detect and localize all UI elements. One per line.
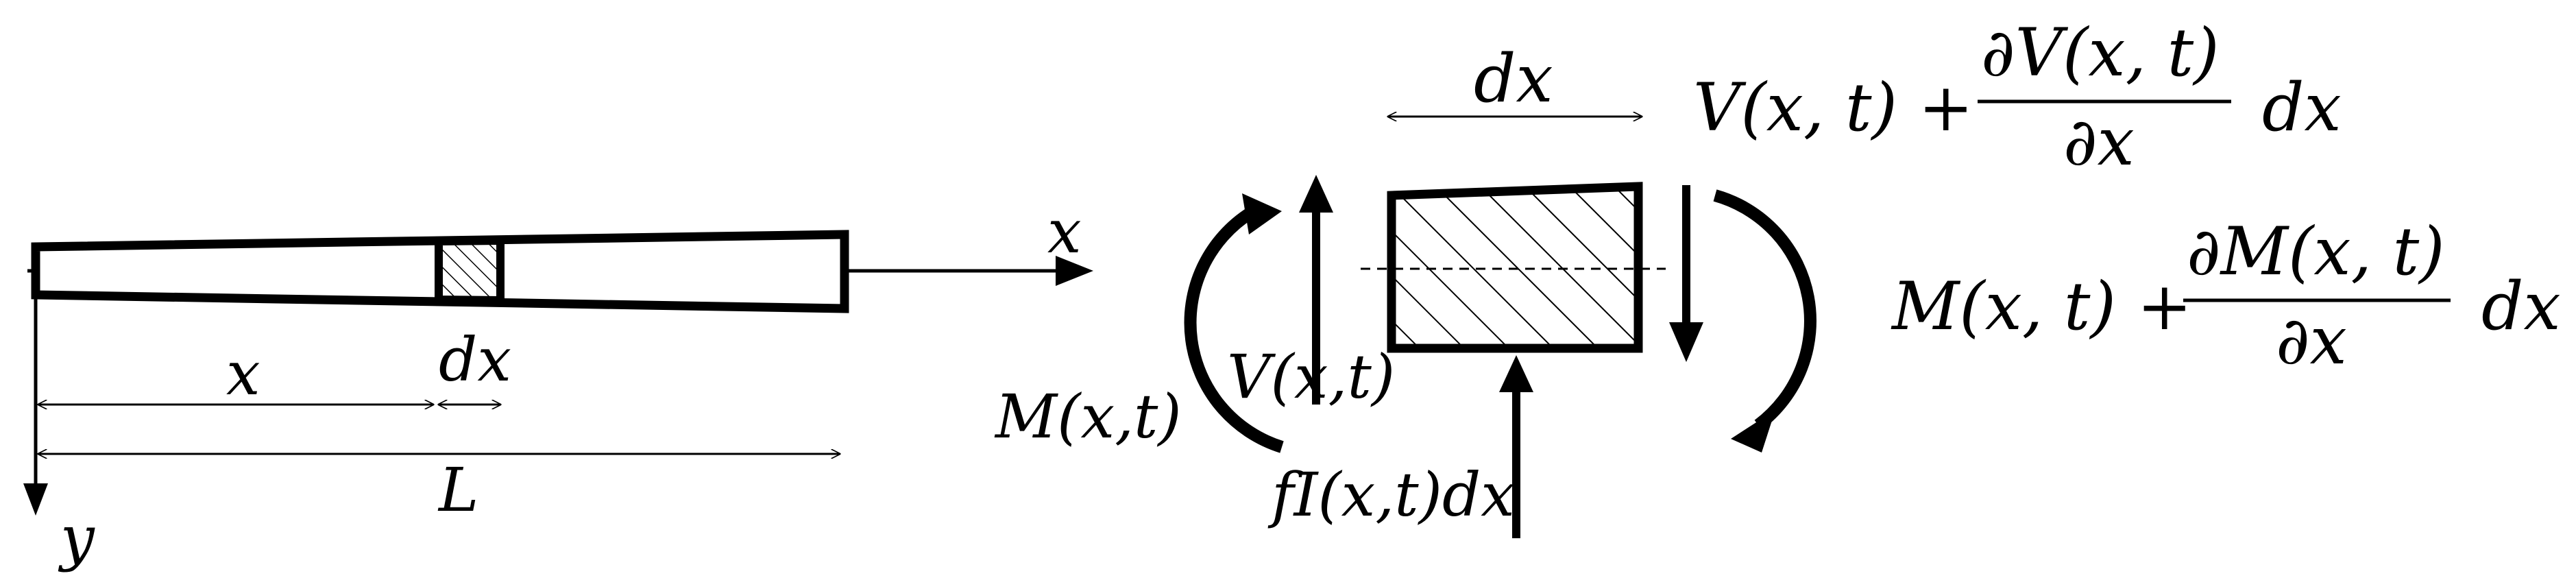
- inertia-force-arrowhead: [1499, 355, 1533, 392]
- moment-left-label: M(x,t): [994, 381, 1182, 452]
- moment-right-numerator: ∂M(x, t): [2187, 213, 2445, 290]
- element-body: [1387, 182, 1643, 353]
- moment-left-arrowhead: [1242, 193, 1282, 234]
- free-body-element: dx V(x,t) M(x,t) fI(x,t)dx V(x, t) + ∂V(…: [994, 14, 2561, 538]
- moment-left-arc: [1184, 207, 1284, 453]
- beam-differential-element: [435, 236, 505, 305]
- dimension-x-label: x: [226, 338, 260, 409]
- shear-right-base: V(x, t) +: [1693, 69, 1973, 146]
- moment-right-expression: M(x, t) + ∂M(x, t) ∂x dx: [1891, 213, 2561, 379]
- x-axis-label: x: [1047, 196, 1082, 267]
- dimension-length-label: L: [437, 455, 478, 525]
- shear-right-tail: dx: [2262, 69, 2342, 146]
- shear-right-expression: V(x, t) + ∂V(x, t) ∂x dx: [1693, 14, 2342, 180]
- element-width-label: dx: [1474, 40, 1553, 117]
- moment-right-denominator: ∂x: [2276, 302, 2347, 379]
- moment-right-tail: dx: [2481, 268, 2561, 345]
- shear-left-arrowhead: [1299, 175, 1333, 213]
- inertia-force-label: fI(x,t)dx: [1267, 459, 1515, 530]
- shear-left-label: V(x,t): [1227, 341, 1395, 412]
- moment-right-arc: [1713, 189, 1816, 431]
- moment-right-arrowhead: [1731, 410, 1775, 453]
- y-axis-label: y: [58, 503, 95, 573]
- tapered-beam: x y x dx L: [23, 196, 1093, 573]
- dimension-dx-label: dx: [439, 324, 511, 395]
- shear-right-denominator: ∂x: [2063, 104, 2135, 180]
- shear-right-numerator: ∂V(x, t): [1981, 14, 2220, 91]
- shear-right-arrowhead: [1669, 322, 1703, 362]
- moment-right-base: M(x, t) +: [1891, 268, 2192, 345]
- x-axis-arrowhead: [1056, 256, 1093, 286]
- y-axis-arrowhead: [23, 483, 48, 516]
